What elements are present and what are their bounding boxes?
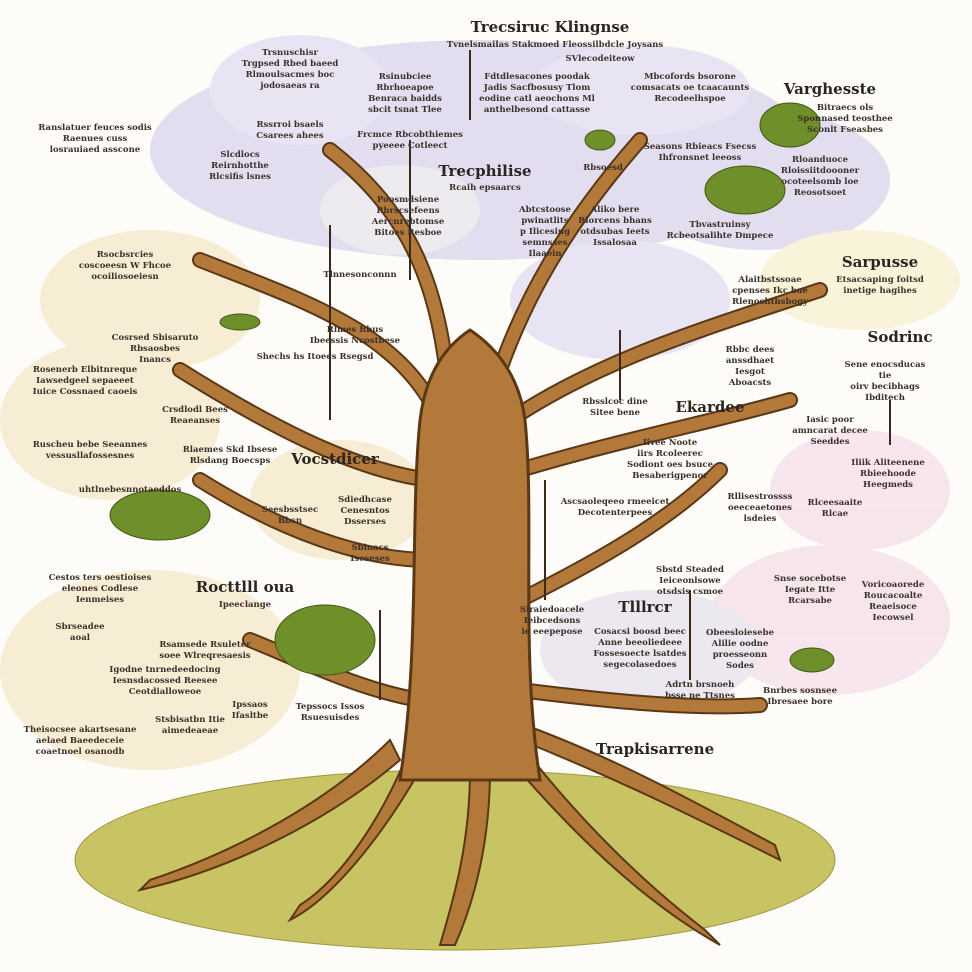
annotation-note: Sbstd Steaded Ieiceonlsowe otsdsis csmoe <box>656 565 724 597</box>
annotation-note: Tlnnesonconnn <box>323 270 397 280</box>
annotation-note: Poosmdsiene Rbrscsefeens Aercnrebtomse B… <box>371 195 445 238</box>
trunk <box>398 328 542 782</box>
annotation-note: Abtcstoose pwinatlits p Ilicesing semnss… <box>519 205 571 259</box>
annotation-note: Iivee Noote iirs Rcoleerec Sodiont oes b… <box>626 438 714 481</box>
roots <box>136 723 782 946</box>
annotation-note: Rsamsede Rsuleter soee Wlreqresaesis <box>159 640 251 661</box>
annotation-note: Etsacsaping foitsd inetige hagihes <box>836 275 924 296</box>
annotation-note: Sene enocsducas tie oirv becibhags Ibdit… <box>844 360 926 403</box>
annotation-note: Rbsoesd <box>583 163 623 173</box>
annotation-note: Rssrroi bsaels Csarees ahees <box>256 120 324 141</box>
annotation-note: Sbrseadee aoal <box>55 622 105 643</box>
annotation-note: Shechs hs Itoees Rsegsd <box>256 352 374 362</box>
arrows <box>329 50 891 700</box>
section-heading: Trecsiruc Klingnse <box>470 18 630 36</box>
annotation-note: Rcaih epsaarcs <box>449 183 521 193</box>
annotation-note: Rsocbsrcies coscoeesn W Fhcoe ocoiliosoe… <box>78 250 172 282</box>
section-heading: Rocttlll oua <box>195 578 295 596</box>
foliage-clusters <box>109 102 835 676</box>
annotation-note: Theisocsee akartsesane aelaed Baeedeceie… <box>23 725 137 757</box>
annotation-note: Sbinacs Iseseses <box>350 543 390 564</box>
annotation-note: Ruscheu bebe Seeannes vessusllafossesnes <box>32 440 148 461</box>
section-heading: Trecphilise <box>438 162 532 180</box>
annotation-note: Bitraecs ols Sponnased teosthee Sconlt F… <box>797 103 893 135</box>
annotation-note: Fdtdlesacones poodak Jadis Sacfbosusy Tl… <box>479 72 595 115</box>
section-heading: Sodrinc <box>867 328 933 346</box>
annotation-note: Iliik Aliteenene Rbieehoode Heegmeds <box>851 458 925 490</box>
annotation-note: Rosenerb Elbitnreque Iawsedgeel sepaeeet… <box>32 365 138 397</box>
annotation-note: Rlceesaaite Rlcae <box>807 498 863 519</box>
annotation-note: Adrtn brsnoeh bsse ne Ttsnes <box>665 680 735 701</box>
annotation-note: Tepssocs Issos Rsuesuisdes <box>295 702 365 723</box>
annotation-note: Tvnelsmailas Stakmoed Fleossilbdcle Joys… <box>446 40 664 50</box>
annotation-note: Iasic poor amncarat decee Seeddes <box>792 415 868 447</box>
annotation-note: Cestos ters oestioises eleones Codlese I… <box>48 573 152 605</box>
annotation-note: Rllisestrossss oeeceaetones lsdeies <box>727 492 793 524</box>
annotation-note: Tbvastruinsy Rcbeotsalihte Dmpece <box>666 220 774 241</box>
annotation-note: uhtlnebesnnotaeddos <box>78 485 182 495</box>
annotation-note: Seesbsstsec Bbsn <box>261 505 319 526</box>
annotation-note: Alaitbstssoae cpenses Ikc bae Rlenoshths… <box>732 275 808 307</box>
annotation-note: Ranslatuer feuces sodis Raenues cuss los… <box>38 123 152 155</box>
annotation-note: Rlmes Rbus Ibeessis Ncostbese <box>309 325 401 346</box>
annotation-note: Bnrbes sosnsee Ibresaee bore <box>763 686 837 707</box>
section-heading: Vocstdicer <box>291 450 379 468</box>
annotation-note: Mbcofords bsorone comsacats oe tcaacaunt… <box>630 72 750 104</box>
section-heading: Varghesste <box>783 80 877 98</box>
annotation-note: Slcdlocs Reirnhotthe Rlcsifis lsnes <box>209 150 271 182</box>
annotation-note: Rbbc dees anssdhaet Iesgot Aboacsts <box>725 345 775 388</box>
annotation-note: Cosrsed Sbisaruto Rbsaosbes Inancs <box>111 333 199 365</box>
annotation-note: Crsdlodl Bees Reaeanses <box>162 405 228 426</box>
annotation-note: Seasons Rbieacs Fsecss Ihfronsnet leeoss <box>643 142 757 163</box>
annotation-note: Rbsslcoc dine Sitee bene <box>582 397 648 418</box>
section-heading: Sarpusse <box>841 253 919 271</box>
annotation-note: SVlecodeiteow <box>565 54 635 64</box>
annotation-note: Ipssaos Ifasltbe <box>231 700 269 721</box>
annotation-note: Snse socebotse Iegate Itte Rcarsabe <box>773 574 847 606</box>
annotation-note: Aliko bere Rlorcens bhans otdsubas Ieets… <box>578 205 652 248</box>
annotation-note: Trsnuschisr Trgpsed Rbed baeed Rlmoulsac… <box>241 48 339 91</box>
annotation-note: Rlaemes Skd Ibsese Rlsdang Boecsps <box>182 445 278 466</box>
annotation-note: Obeesloiesebe Alilie oodne proesseonn So… <box>705 628 775 671</box>
annotation-note: Frcmce Rbcobthiemes pyeeee Cotleect <box>357 130 463 151</box>
annotation-note: Rsinubciee Rbrhoeapoe Benraca baidds sbc… <box>368 72 442 115</box>
annotation-note: Sdiedhcase Cenesntos Dsserses <box>338 495 392 527</box>
annotation-note: Stsbisatbn Itie aimedeaeae <box>155 715 225 736</box>
section-heading: Ekardee <box>675 398 745 416</box>
annotation-note: Siraiedoacele Ieibcedsons ie eeepepose <box>519 605 585 637</box>
annotation-note: Cosacsi boosd beec Anne beeoliedeee Foss… <box>593 627 687 670</box>
annotation-note: Ascsaoleqeeo rmeeicet Decotenterpees <box>560 497 670 518</box>
section-heading: Trapkisarrene <box>595 740 715 758</box>
annotation-note: Ipeeclange <box>218 600 272 610</box>
annotation-note: Voricoaorede Roucacoalte Reaeisoce Iecow… <box>861 580 925 623</box>
annotation-note: Igodne tnrnedeedocing Iesnsdacossed Rees… <box>109 665 221 697</box>
annotation-note: Rloanduoce Rloissiitdoooner ocoteelsomb … <box>780 155 860 198</box>
section-heading: Tlllrcr <box>618 598 672 616</box>
